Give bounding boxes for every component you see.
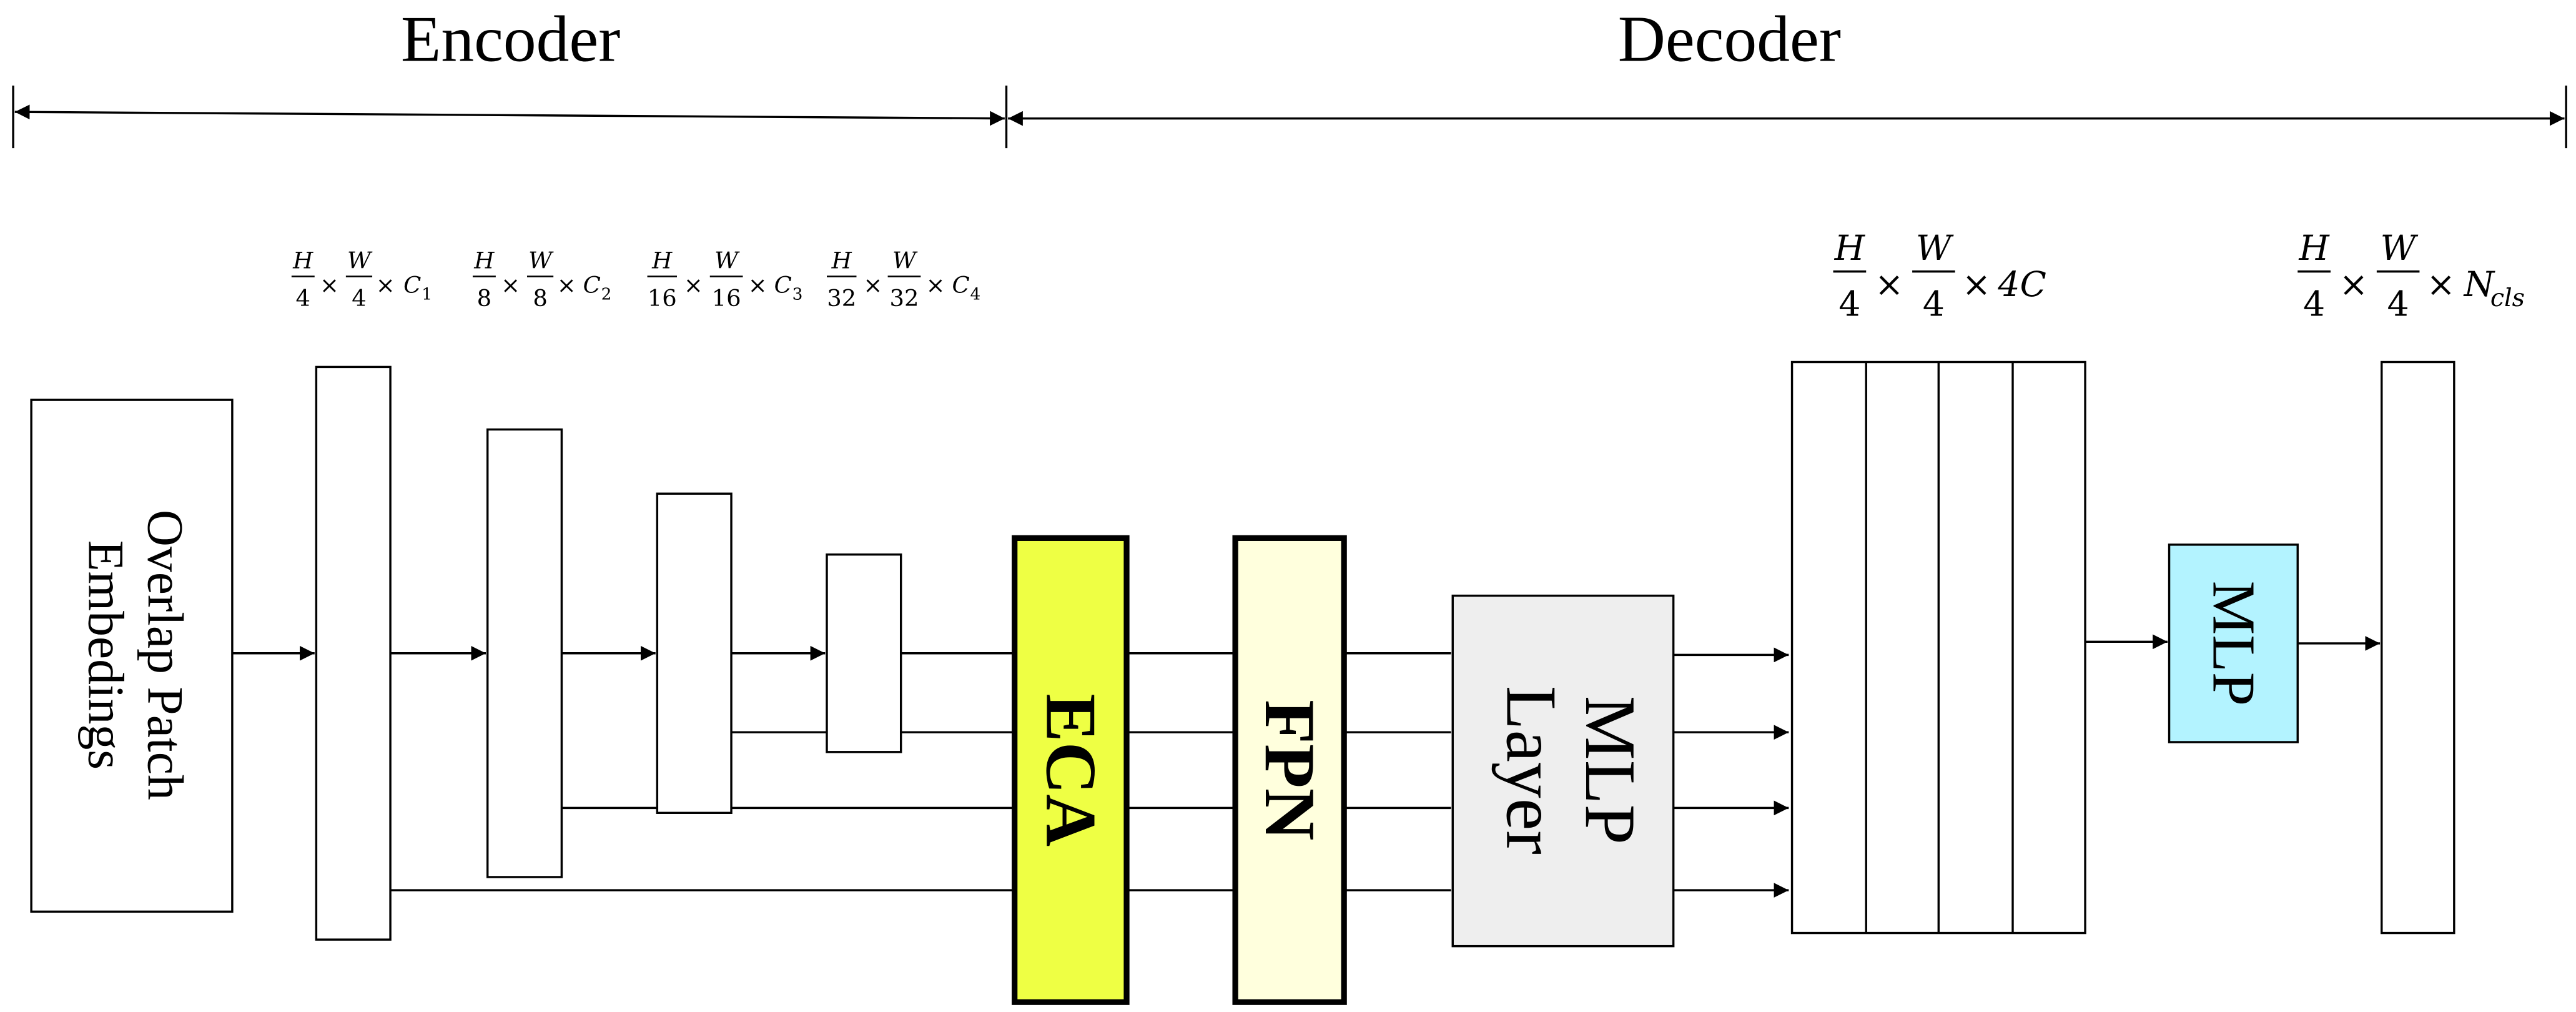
encoder-stage-2-feature-map <box>486 428 563 878</box>
svg-text:16: 16 <box>648 285 677 312</box>
encoder-stage-1-feature-map <box>315 365 392 941</box>
svg-text:H: H <box>473 247 495 274</box>
svg-text:4C: 4C <box>1997 265 2046 305</box>
dim-stage4: H 32 × W 32 × C 4 <box>827 247 980 312</box>
decoder-span-arrow <box>1008 85 2567 149</box>
eca-label: ECA <box>1030 693 1110 846</box>
svg-text:16: 16 <box>712 285 741 312</box>
svg-text:C: C <box>583 272 601 299</box>
svg-text:W: W <box>347 247 373 274</box>
svg-text:×: × <box>2427 265 2455 305</box>
svg-text:4: 4 <box>2387 285 2409 325</box>
mlp-layer-label-line2: Layer <box>1491 686 1571 855</box>
svg-text:32: 32 <box>889 285 919 312</box>
svg-text:×: × <box>320 272 339 299</box>
output-segmentation-map <box>2381 360 2455 935</box>
fpn-block: FPN <box>1232 535 1347 1005</box>
svg-text:H: H <box>651 247 673 274</box>
svg-text:1: 1 <box>422 285 432 304</box>
svg-text:32: 32 <box>827 285 856 312</box>
dim-stage1: H 4 × W 4 × C 1 <box>291 247 432 312</box>
svg-text:3: 3 <box>792 285 803 304</box>
dim-concat: H 4 × W 4 × 4C <box>1833 229 2046 325</box>
mlp-label: MLP <box>2199 581 2267 706</box>
dim-output: H 4 × W 4 × N cls <box>2297 229 2525 325</box>
encoder-span-arrow <box>12 85 1008 149</box>
patch-embedding-label-line2: Embedings <box>77 540 134 770</box>
encoder-title: Encoder <box>401 2 620 76</box>
svg-text:×: × <box>863 272 882 299</box>
dim-stage3: H 16 × W 16 × C 3 <box>647 247 803 312</box>
svg-text:W: W <box>1916 229 1954 269</box>
svg-text:×: × <box>1962 265 1991 305</box>
svg-text:W: W <box>2381 229 2419 269</box>
mlp-layer-label-line1: MLP <box>1570 696 1650 845</box>
svg-text:8: 8 <box>533 285 547 312</box>
mlp-block: MLP <box>2168 543 2299 743</box>
svg-text:8: 8 <box>477 285 491 312</box>
svg-text:×: × <box>684 272 703 299</box>
svg-text:4: 4 <box>352 285 366 312</box>
svg-text:H: H <box>831 247 852 274</box>
concatenated-features-stack <box>1790 360 2086 935</box>
svg-text:H: H <box>292 247 313 274</box>
patch-embedding-label-line1: Overlap Patch <box>137 510 194 800</box>
eca-block: ECA <box>1012 535 1130 1005</box>
svg-text:W: W <box>528 247 554 274</box>
svg-text:×: × <box>926 272 945 299</box>
svg-text:C: C <box>952 272 969 299</box>
svg-text:C: C <box>774 272 792 299</box>
svg-text:C: C <box>403 272 421 299</box>
mlp-layer-block: MLP Layer <box>1451 594 1675 948</box>
decoder-title: Decoder <box>1618 2 1841 76</box>
encoder-stage-4-feature-map <box>826 553 902 753</box>
svg-text:×: × <box>748 272 767 299</box>
svg-text:W: W <box>714 247 740 274</box>
svg-text:4: 4 <box>1838 285 1860 325</box>
svg-text:×: × <box>557 272 576 299</box>
svg-text:N: N <box>2463 265 2496 305</box>
svg-text:4: 4 <box>1923 285 1945 325</box>
svg-text:4: 4 <box>970 285 980 304</box>
svg-text:H: H <box>1834 229 1866 269</box>
svg-text:2: 2 <box>601 285 612 304</box>
svg-text:4: 4 <box>2303 285 2325 325</box>
svg-text:4: 4 <box>296 285 310 312</box>
svg-text:H: H <box>2298 229 2330 269</box>
fpn-label: FPN <box>1250 700 1330 840</box>
svg-text:×: × <box>376 272 395 299</box>
svg-text:W: W <box>892 247 918 274</box>
svg-text:×: × <box>1875 265 1903 305</box>
svg-text:×: × <box>2339 265 2368 305</box>
encoder-stage-3-feature-map <box>656 492 733 814</box>
dim-stage2: H 8 × W 8 × C 2 <box>472 247 612 312</box>
svg-text:×: × <box>501 272 520 299</box>
svg-text:cls: cls <box>2490 284 2525 312</box>
patch-embedding-block: Overlap Patch Embedings <box>30 399 234 913</box>
